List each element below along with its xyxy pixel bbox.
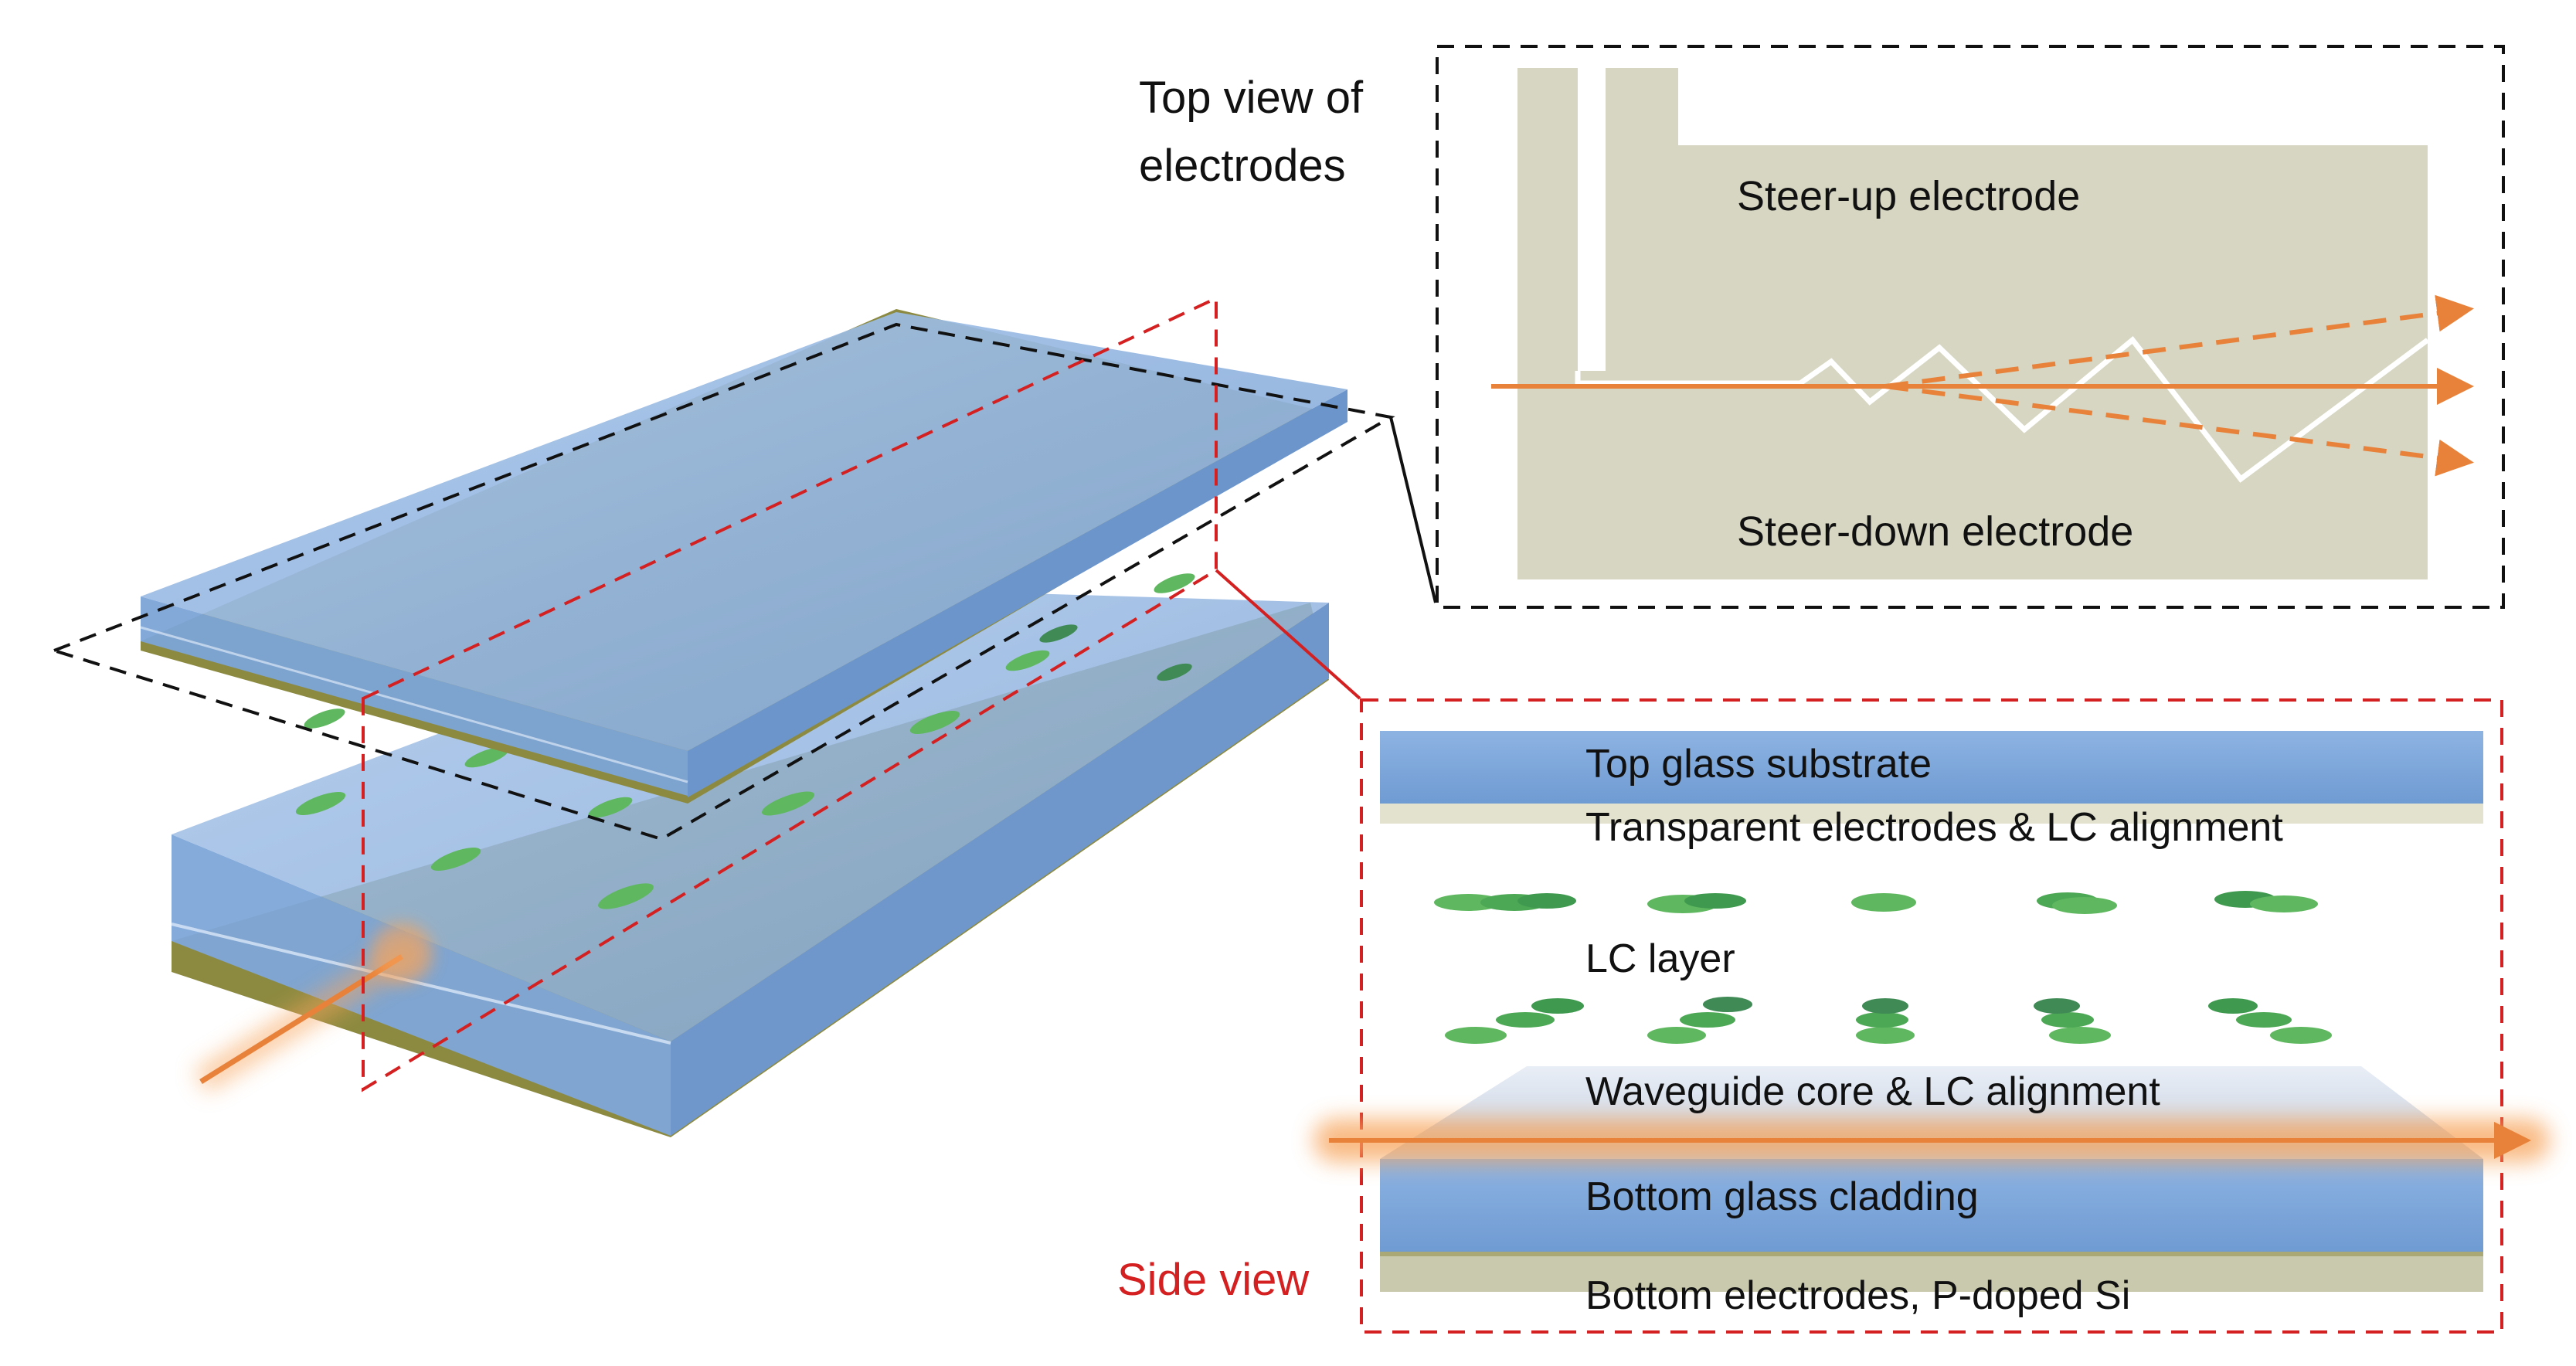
- top-glass-substrate: [1380, 731, 2483, 804]
- top-view-connector: [1389, 416, 1437, 603]
- waveguide-core-label: Waveguide core & LC alignment: [1585, 1069, 2160, 1114]
- transparent-electrodes-label: Transparent electrodes & LC alignment: [1585, 805, 2283, 850]
- beam-steer-up: [1884, 294, 2474, 389]
- side-view-connector: [1215, 569, 1361, 700]
- top-view-frame: [1436, 45, 2505, 609]
- input-beam: [199, 954, 403, 1084]
- top-glass-side: [141, 596, 688, 796]
- top-glass-top-face: [141, 312, 1347, 751]
- bottom-electrodes-label: Bottom electrodes, P-doped Si: [1585, 1273, 2130, 1318]
- lc-layer-label: LC layer: [1585, 936, 1735, 981]
- side-view-cut-plane: [362, 295, 1218, 1092]
- side-view-title: Side view: [1117, 1255, 1310, 1305]
- bottom-glass-top-face: [172, 587, 1329, 1041]
- top-glass-front: [688, 389, 1347, 797]
- top-glass-label: Top glass substrate: [1585, 742, 1932, 787]
- electrode-plate: [1517, 68, 2428, 579]
- device-3d: [53, 295, 1437, 1137]
- bottom-glass-label: Bottom glass cladding: [1585, 1174, 1979, 1219]
- transparent-electrodes-strip: [1380, 804, 2483, 824]
- bottom-electrodes-strip: [1380, 1252, 2483, 1292]
- side-view-frame: [1360, 698, 2503, 1334]
- lc-molecules-upper-row: [1434, 891, 2318, 914]
- steer-down-label: Steer-down electrode: [1737, 508, 2133, 555]
- lc-molecules-3d: [295, 573, 1195, 909]
- steer-up-label: Steer-up electrode: [1737, 173, 2080, 219]
- top-view-panel: Top view of electrodes Steer-up electrod…: [1139, 45, 2505, 609]
- lc-molecules-lower-rows: [1445, 997, 2332, 1044]
- electrode-zigzag-boundary: [1575, 336, 2430, 483]
- beam-steer-down: [1884, 384, 2474, 477]
- top-view-title-line1: Top view of: [1139, 73, 1364, 123]
- top-view-title-line2: electrodes: [1139, 141, 1346, 191]
- bottom-glass-front: [671, 603, 1329, 1136]
- side-view-panel: Top glass substrate Transparent electrod…: [1117, 698, 2550, 1334]
- bottom-glass-cladding: [1380, 1159, 2483, 1252]
